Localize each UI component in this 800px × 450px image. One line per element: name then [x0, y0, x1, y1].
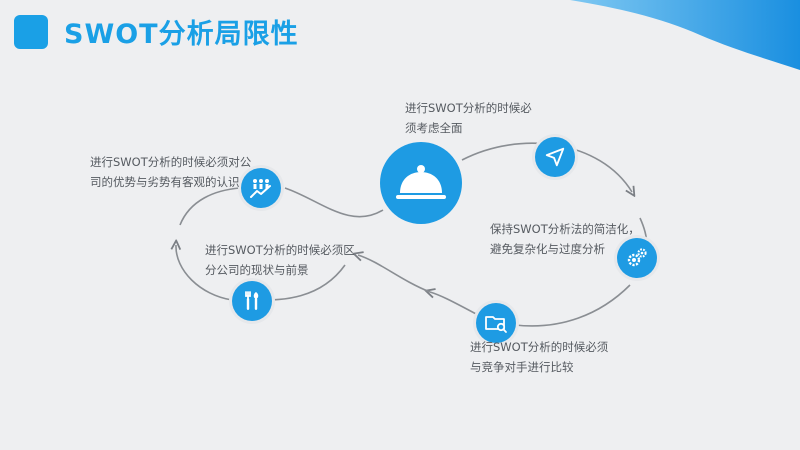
point-line-2: 分公司的现状与前景	[205, 263, 309, 277]
title-square	[14, 15, 48, 49]
slide-title: SWOT分析局限性	[64, 19, 299, 50]
point-line-1: 进行SWOT分析的时候必须区	[205, 243, 355, 257]
dish-cover-icon	[396, 165, 446, 199]
send-icon	[545, 147, 565, 167]
point-line-2: 与竞争对手进行比较	[470, 360, 574, 374]
point-line-1: 进行SWOT分析的时候必须	[470, 340, 609, 354]
corner-wave-decoration	[570, 0, 800, 70]
point-line-2: 避免复杂化与过度分析	[490, 242, 605, 256]
point-keep-simple: 保持SWOT分析法的简洁化， 避免复杂化与过度分析	[490, 219, 640, 259]
point-line-1: 进行SWOT分析的时候必	[405, 101, 532, 115]
dish-cover-circle	[380, 142, 462, 224]
point-line-2: 须考虑全面	[405, 121, 463, 135]
tools-circle	[232, 281, 272, 321]
growth-chart-circle	[241, 168, 281, 208]
folder-search-icon	[485, 316, 507, 333]
point-consider-comprehensively: 进行SWOT分析的时候必 须考虑全面	[405, 98, 532, 138]
point-line-1: 进行SWOT分析的时候必须对公	[90, 155, 252, 169]
point-status-prospects: 进行SWOT分析的时候必须区 分公司的现状与前景	[205, 240, 355, 280]
point-line-1: 保持SWOT分析法的简洁化，	[490, 222, 640, 236]
send-circle	[535, 137, 575, 177]
gears-circle	[617, 238, 657, 278]
point-compare-competitors: 进行SWOT分析的时候必须 与竞争对手进行比较	[470, 337, 608, 377]
tools-icon	[245, 291, 259, 310]
folder-search-circle	[476, 303, 516, 343]
gears-icon	[627, 248, 647, 267]
point-line-2: 司的优势与劣势有客观的认识	[90, 175, 240, 189]
point-objective-view: 进行SWOT分析的时候必须对公 司的优势与劣势有客观的认识	[90, 152, 251, 192]
growth-chart-icon	[250, 179, 271, 198]
